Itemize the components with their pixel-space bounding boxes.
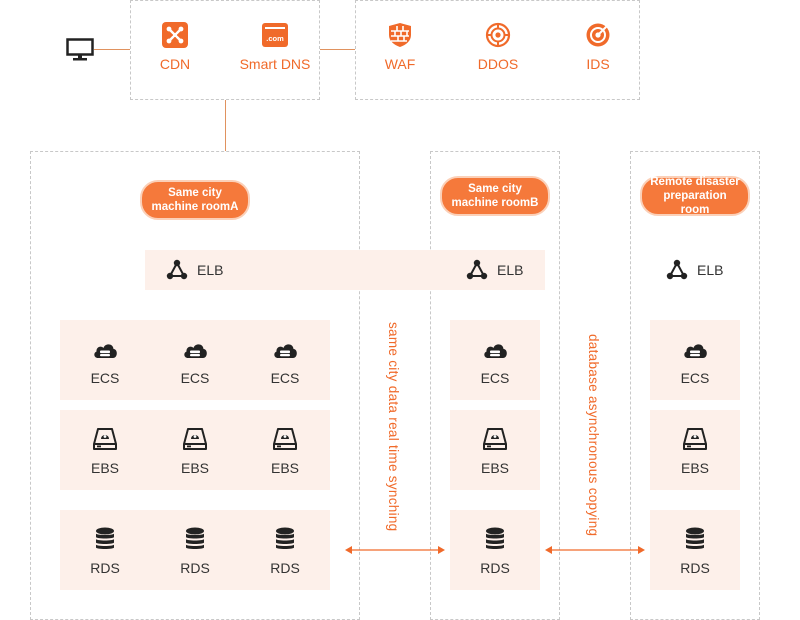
sync-replication-arrow xyxy=(345,546,445,554)
elb-label: ELB xyxy=(197,262,224,278)
ebs-label: EBS xyxy=(680,460,709,476)
room-a-title: Same city machine roomA xyxy=(140,180,250,220)
disk-icon xyxy=(683,428,707,450)
ids-service: IDS xyxy=(543,22,653,72)
async-replication-label: database asynchronous copying xyxy=(586,334,601,537)
ecs-instance: ECS xyxy=(650,338,740,386)
dns-icon: .com xyxy=(262,23,288,47)
disk-icon xyxy=(273,428,297,450)
database-icon xyxy=(486,527,504,549)
elb-label: ELB xyxy=(497,262,524,278)
rds-band-room-a xyxy=(60,510,330,590)
rds-instance: RDS xyxy=(240,526,330,576)
elb-room-b: ELB xyxy=(465,258,523,282)
rds-label: RDS xyxy=(270,560,300,576)
load-balancer-icon xyxy=(466,259,488,280)
rds-instance: RDS xyxy=(60,526,150,576)
ebs-label: EBS xyxy=(480,460,509,476)
cloud-server-icon xyxy=(484,344,507,358)
async-replication-arrow xyxy=(545,546,645,554)
rds-instance: RDS xyxy=(650,526,740,576)
ebs-label: EBS xyxy=(180,460,209,476)
rds-band-room-b xyxy=(450,510,540,590)
load-balancer-icon xyxy=(666,259,688,280)
cdn-label: CDN xyxy=(159,56,191,72)
ebs-label: EBS xyxy=(90,460,119,476)
room-c-title: Remote disaster preparation room xyxy=(640,176,750,216)
sync-replication-label: same city data real time synching xyxy=(386,322,401,532)
ddos-icon xyxy=(485,22,511,48)
ecs-instance: ECS xyxy=(450,338,540,386)
database-icon xyxy=(96,527,114,549)
monitor-icon xyxy=(66,38,94,67)
waf-label: WAF xyxy=(384,56,416,72)
disk-icon xyxy=(483,428,507,450)
cloud-server-icon xyxy=(184,344,207,358)
ids-label: IDS xyxy=(586,56,610,72)
elb-room-c: ELB xyxy=(665,258,723,282)
dns-waf-connector xyxy=(320,49,355,50)
ecs-instance: ECS xyxy=(240,338,330,386)
rds-instance: RDS xyxy=(450,526,540,576)
database-icon xyxy=(686,527,704,549)
ebs-band-room-c xyxy=(650,410,740,490)
waf-service: WAF xyxy=(345,22,455,72)
ecs-band-room-b xyxy=(450,320,540,400)
elb-room-a: ELB xyxy=(165,258,223,282)
ecs-label: ECS xyxy=(90,370,120,386)
ecs-band-room-c xyxy=(650,320,740,400)
ddos-service: DDOS xyxy=(443,22,553,72)
cdn-service: CDN xyxy=(120,22,230,72)
load-balancer-icon xyxy=(166,259,188,280)
rds-instance: RDS xyxy=(150,526,240,576)
rds-label: RDS xyxy=(480,560,510,576)
ebs-volume: EBS xyxy=(450,426,540,476)
ecs-instance: ECS xyxy=(150,338,240,386)
client-connector xyxy=(94,49,130,50)
edge-services-box xyxy=(130,0,320,100)
edge-to-rooms-connector xyxy=(225,100,226,151)
database-icon xyxy=(276,527,294,549)
ebs-label: EBS xyxy=(270,460,299,476)
ecs-label: ECS xyxy=(180,370,210,386)
elb-band xyxy=(145,250,545,290)
cloud-server-icon xyxy=(684,344,707,358)
ebs-volume: EBS xyxy=(240,426,330,476)
firewall-icon xyxy=(389,23,411,47)
disk-icon xyxy=(93,428,117,450)
database-icon xyxy=(186,527,204,549)
ebs-volume: EBS xyxy=(650,426,740,476)
elb-label: ELB xyxy=(697,262,724,278)
disk-icon xyxy=(183,428,207,450)
ecs-label: ECS xyxy=(270,370,300,386)
ecs-label: ECS xyxy=(680,370,710,386)
smart-dns-service: .com Smart DNS xyxy=(220,22,330,72)
ecs-instance: ECS xyxy=(60,338,150,386)
ddos-label: DDOS xyxy=(477,56,519,72)
ebs-band-room-b xyxy=(450,410,540,490)
smart-dns-label: Smart DNS xyxy=(239,56,311,72)
rds-label: RDS xyxy=(680,560,710,576)
cloud-server-icon xyxy=(94,344,117,358)
ecs-band-room-a xyxy=(60,320,330,400)
ebs-volume: EBS xyxy=(150,426,240,476)
ids-icon xyxy=(586,23,610,47)
ecs-label: ECS xyxy=(480,370,510,386)
cdn-icon xyxy=(162,22,188,48)
rds-label: RDS xyxy=(180,560,210,576)
room-b-title: Same city machine roomB xyxy=(440,176,550,216)
ebs-band-room-a xyxy=(60,410,330,490)
rds-label: RDS xyxy=(90,560,120,576)
security-services-box xyxy=(355,0,640,100)
cloud-server-icon xyxy=(274,344,297,358)
ebs-volume: EBS xyxy=(60,426,150,476)
svg-text:.com: .com xyxy=(266,34,284,43)
rds-band-room-c xyxy=(650,510,740,590)
